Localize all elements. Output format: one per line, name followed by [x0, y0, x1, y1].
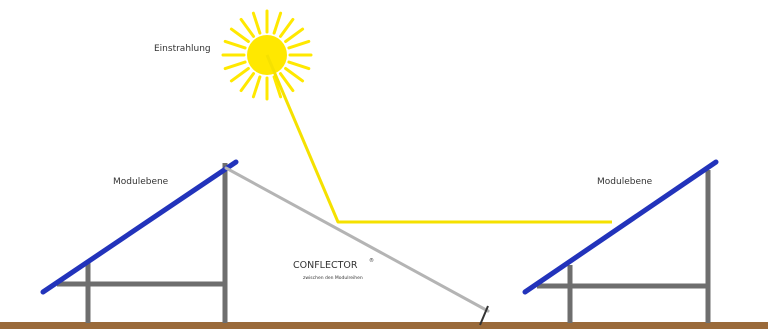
- module-plane-right-label: Modulebene: [597, 177, 653, 187]
- left-frame: [57, 163, 228, 323]
- sun-ray: [284, 27, 305, 43]
- sun-ray: [251, 75, 262, 99]
- sun-ray: [223, 60, 247, 71]
- sun-ray: [272, 75, 283, 99]
- sun-ray: [272, 11, 283, 35]
- ground: [0, 322, 768, 329]
- sun-ray: [279, 17, 295, 38]
- sun-ray: [229, 67, 250, 83]
- left-module-plane: [40, 159, 239, 295]
- sun-ray: [229, 27, 250, 43]
- left-module-rack: [40, 159, 239, 323]
- sun-ray: [284, 67, 305, 83]
- sun-ray: [223, 39, 247, 50]
- right-module-plane: [522, 159, 719, 295]
- light-ray: [265, 54, 612, 224]
- module-plane-left-label: Modulebene: [113, 177, 169, 187]
- sun-ray: [287, 39, 311, 50]
- sun-ray: [251, 11, 262, 35]
- sun-ray: [279, 72, 295, 93]
- conflector-registered-mark: ®: [369, 257, 374, 264]
- sun-ray: [287, 60, 311, 71]
- irradiation-label: Einstrahlung: [154, 44, 211, 54]
- conflector-label: CONFLECTOR: [293, 260, 358, 271]
- right-module-rack: [522, 159, 719, 323]
- right-frame: [537, 170, 711, 323]
- sun-ray: [239, 17, 255, 38]
- sun-ray: [239, 72, 255, 93]
- conflector-sublabel: zwischen den Modulreihen: [303, 275, 363, 281]
- conflector-reflector: [224, 166, 490, 326]
